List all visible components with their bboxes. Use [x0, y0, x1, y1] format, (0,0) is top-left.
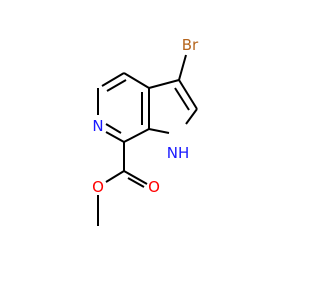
atom-labels: Br NH N O O — [92, 36, 199, 196]
bond-c8-o-ester — [105, 170, 125, 183]
bond-c8-o-carbonyl-inner — [127, 177, 145, 188]
bond-c2-n1 — [185, 108, 198, 125]
atom-bromine: Br — [182, 36, 199, 54]
bond-c3a-c3 — [148, 79, 180, 89]
bond-c4-c5-inner — [106, 79, 127, 92]
atom-pyridine-n: N — [92, 117, 103, 135]
bond-c3-c2-inner — [174, 87, 190, 111]
atom-carbonyl-oxygen: O — [148, 178, 160, 196]
bond-n6-c7-inner — [105, 123, 122, 134]
bond-c8-o-carbonyl — [123, 170, 148, 185]
bond-c3a-c4 — [123, 72, 150, 89]
structure-canvas: Br NH N O O — [92, 36, 200, 226]
bond-c3-br — [178, 54, 187, 81]
atom-ester-oxygen: O — [92, 178, 104, 196]
bond-c3-c2 — [178, 79, 198, 110]
bonds — [97, 54, 198, 226]
bond-n1-c7a — [148, 128, 170, 134]
bond-c7-c7a — [123, 128, 150, 143]
molecule-diagram: Br NH N O O — [92, 36, 199, 226]
atom-pyrrole-nh: NH — [167, 144, 190, 162]
bond-c4-c5 — [101, 72, 125, 87]
bond-n6-c7 — [105, 131, 125, 143]
